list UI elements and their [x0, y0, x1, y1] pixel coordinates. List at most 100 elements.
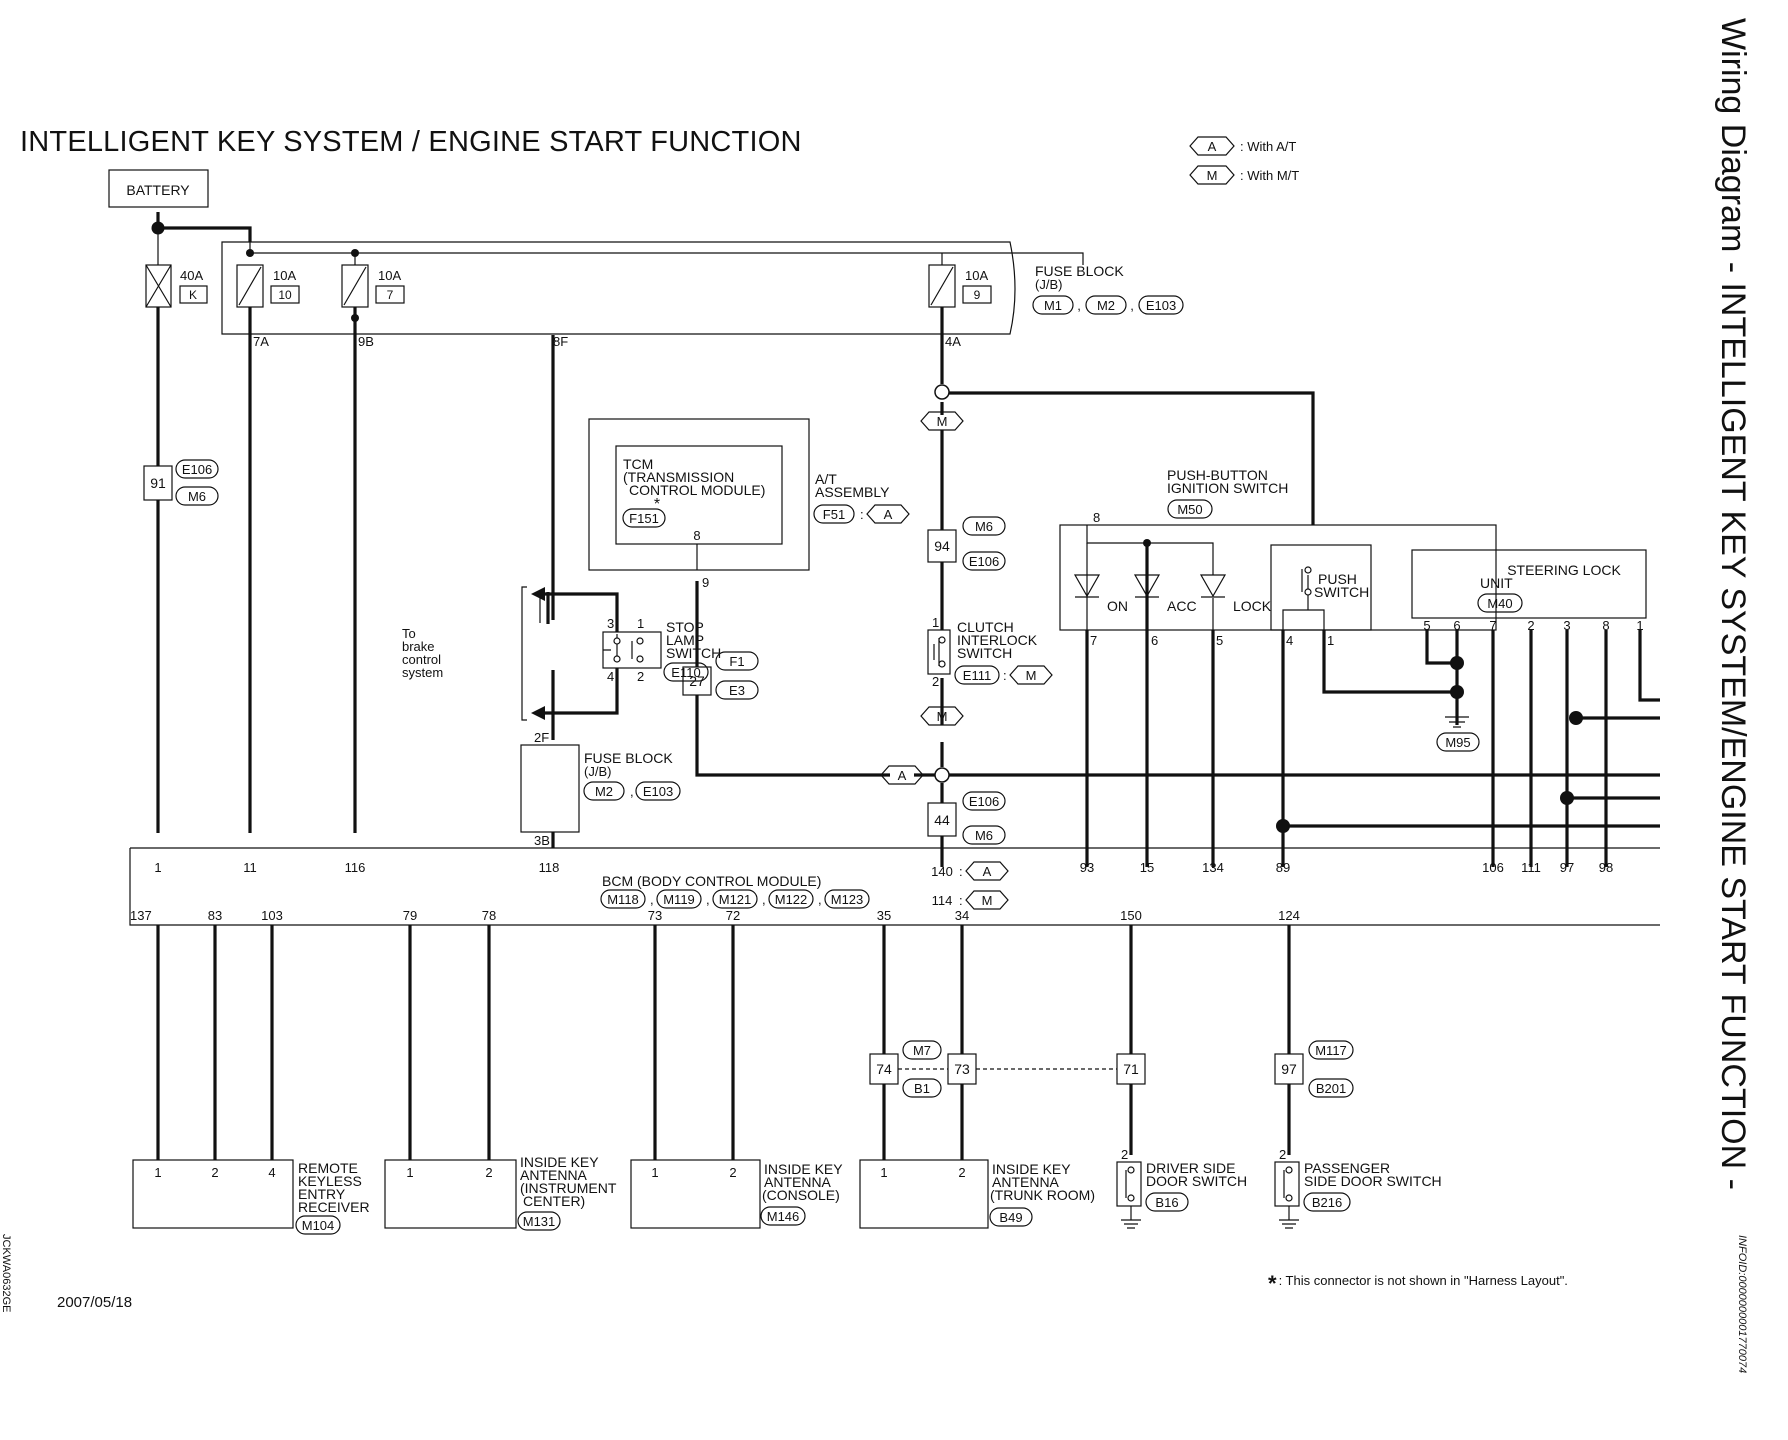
- sep-5: ,: [706, 892, 710, 907]
- stop-lamp-node-e: [636, 655, 644, 663]
- steering-pin-8: 8: [1602, 618, 1609, 633]
- brake-bracket: [521, 586, 527, 721]
- bcm-pin-106: 106: [1482, 860, 1504, 875]
- receiver-pin-2: 2: [211, 1165, 218, 1180]
- bcm-pin-89: 89: [1276, 860, 1290, 875]
- driver-door-pin-2: 2: [1121, 1147, 1128, 1162]
- clutch-tag-m: [1009, 665, 1053, 685]
- receiver-pin-1: 1: [154, 1165, 161, 1180]
- at-assembly-line-2: ASSEMBLY: [815, 484, 890, 500]
- fuse-7-slash: [343, 266, 367, 306]
- at-tag-a: [866, 504, 910, 524]
- fuse-10-id-box: [270, 285, 300, 304]
- passenger-door-switch-body: [1274, 1161, 1300, 1207]
- conn-m6-a-badge: [175, 486, 219, 506]
- wire-battery-feed: [156, 212, 252, 242]
- pin-97: 97: [1281, 1061, 1297, 1077]
- sep-3: ,: [630, 784, 634, 799]
- tag-m-2-label: M: [937, 709, 948, 724]
- ignition-box: [1059, 524, 1497, 631]
- led-acc-label: ACC: [1167, 598, 1197, 614]
- receiver-line-2: KEYLESS: [298, 1173, 362, 1189]
- brake-note-4: system: [402, 665, 443, 680]
- conn-m2-b: M2: [595, 784, 613, 799]
- terminal-8f: 8F: [553, 334, 568, 349]
- sep-2: ,: [1130, 298, 1134, 313]
- splices: [351, 314, 1583, 833]
- stop-lamp-switch: [539, 592, 550, 624]
- pin-71-box: [1116, 1053, 1146, 1085]
- receiver-line-4: RECEIVER: [298, 1199, 370, 1215]
- conn-m119-badge: [656, 889, 702, 909]
- bcm-pin-134: 134: [1202, 860, 1224, 875]
- pin-91-box: [143, 465, 173, 501]
- fuse-block2-pin-3b: 3B: [534, 833, 550, 848]
- antenna-trunk-line-2: ANTENNA: [992, 1174, 1060, 1190]
- conn-f151-badge: [622, 508, 666, 528]
- conn-e106-b: E106: [969, 554, 999, 569]
- stop-lamp-switch-drawn: 3 1 4 2 STOP LAMP SWITCH E110 To brake c…: [402, 586, 721, 721]
- steering-pin-6: 6: [1453, 618, 1460, 633]
- stop-lamp-line-2: LAMP: [666, 632, 704, 648]
- sep-7: ,: [818, 892, 822, 907]
- clutch-switch-contact: [933, 638, 940, 666]
- tcm-line-2: (TRANSMISSION: [623, 469, 734, 485]
- fuse-9-rating: 10A: [965, 268, 988, 283]
- bcm-pin-1: 1: [154, 860, 161, 875]
- passenger-door-ground-icon: [1279, 1206, 1299, 1229]
- conn-m131-badge: [517, 1211, 561, 1231]
- bcm-pin-83: 83: [208, 908, 222, 923]
- steering-pin-7: 7: [1489, 618, 1496, 633]
- clutch-line-3: SWITCH: [957, 645, 1012, 661]
- ground-icon: [1445, 716, 1469, 728]
- conn-b216: B216: [1312, 1195, 1342, 1210]
- fuse-block-label: FUSE BLOCK: [1035, 263, 1124, 279]
- antenna-console-line-2: ANTENNA: [764, 1174, 832, 1190]
- inline-connector-27: 27 F1 E3: [682, 651, 759, 700]
- brake-feed-bottom: [545, 668, 619, 715]
- conn-e103-b: E103: [643, 784, 673, 799]
- bcm-pin-78: 78: [482, 908, 496, 923]
- bus-splice-1: [246, 249, 254, 257]
- brake-note-1: To: [402, 626, 416, 641]
- passenger-door-node-a: [1285, 1166, 1293, 1174]
- bcm-pin-72: 72: [726, 908, 740, 923]
- conn-b201: B201: [1316, 1081, 1346, 1096]
- stop-lamp-node-b: [613, 655, 621, 663]
- bcm-pin-11: 11: [243, 860, 257, 875]
- fuse-9-id-box: [962, 285, 992, 304]
- passenger-door-line-2: SIDE DOOR SWITCH: [1304, 1173, 1442, 1189]
- bcm-pin-35: 35: [877, 908, 891, 923]
- conn-e103-badge: [1138, 295, 1184, 315]
- legend-text-a: : With A/T: [1240, 139, 1296, 154]
- conn-m122-badge: [768, 889, 814, 909]
- inline-connector-91: 91 E106 M6: [143, 459, 219, 506]
- legend-tag-a: [1189, 136, 1235, 156]
- bcm-pin-118: 118: [539, 860, 560, 875]
- antenna-inst-line-1: INSIDE KEY: [520, 1154, 599, 1170]
- ignition-pin-4: 4: [1286, 633, 1293, 648]
- legend-text-m: : With M/T: [1240, 168, 1299, 183]
- driver-door-node-b: [1127, 1194, 1135, 1202]
- conn-b49: B49: [999, 1210, 1022, 1225]
- fuse-block2-label: FUSE BLOCK: [584, 750, 673, 766]
- led-acc-icon: [1133, 574, 1161, 598]
- conn-m131: M131: [523, 1214, 556, 1229]
- ignition-pin-1: 1: [1327, 633, 1334, 648]
- fuse-10-rating: 10A: [273, 268, 296, 283]
- fuse-10-slash: [238, 266, 262, 306]
- conn-e111-badge: [954, 665, 1000, 685]
- passenger-door-node-b: [1285, 1194, 1293, 1202]
- pin-97-box: [1274, 1053, 1304, 1085]
- clutch-node-b: [938, 660, 946, 668]
- driver-door-switch-body: [1116, 1161, 1142, 1207]
- ignition-pin-6: 6: [1151, 633, 1158, 648]
- conn-f151: F151: [629, 511, 659, 526]
- bcm-pin-124: 124: [1278, 908, 1300, 923]
- conn-b1: B1: [914, 1081, 930, 1096]
- option-tags: M M A: [880, 411, 964, 785]
- conn-b1-badge: [902, 1078, 942, 1098]
- steering-pin-5: 5: [1423, 618, 1430, 633]
- conn-m117: M117: [1315, 1043, 1347, 1058]
- antenna-console-line-1: INSIDE KEY: [764, 1161, 843, 1177]
